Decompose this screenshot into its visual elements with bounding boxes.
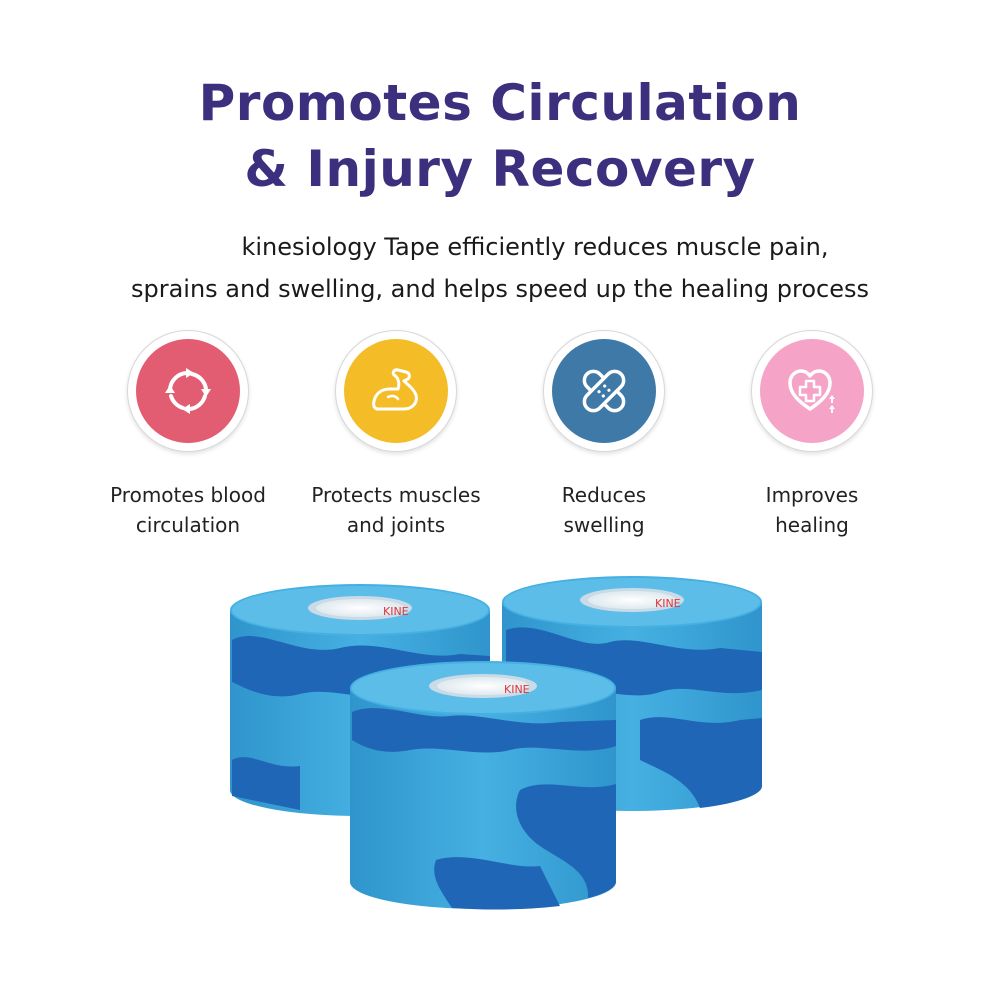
benefit-healing: Improves healing <box>702 330 922 540</box>
benefit-label-line-1: Improves <box>765 483 859 507</box>
benefit-label: Promotes blood circulation <box>78 480 298 540</box>
description-line-2: sprains and swelling, and helps speed up… <box>130 275 870 303</box>
benefit-label-line-1: Promotes blood <box>110 483 266 507</box>
heart-cross-icon <box>760 339 864 443</box>
svg-text:KINE: KINE <box>504 683 530 696</box>
headline-line-2: & Injury Recovery <box>244 140 756 198</box>
benefit-label-line-1: Reduces <box>561 483 647 507</box>
benefit-label-line-2: swelling <box>563 513 645 537</box>
benefit-badge <box>751 330 873 452</box>
benefit-label-line-1: Protects muscles <box>311 483 481 507</box>
headline: Promotes Circulation & Injury Recovery <box>0 70 1000 202</box>
svg-text:KINE: KINE <box>383 605 409 618</box>
benefit-badge <box>543 330 665 452</box>
benefit-list: Promotes blood circulation Protects musc… <box>0 330 1000 550</box>
benefit-protection: Protects muscles and joints <box>286 330 506 540</box>
benefit-label: Improves healing <box>702 480 922 540</box>
crossed-bandage-icon <box>552 339 656 443</box>
benefit-label-line-2: circulation <box>135 513 241 537</box>
flexed-arm-icon <box>344 339 448 443</box>
benefit-swelling: Reduces swelling <box>494 330 714 540</box>
benefit-badge <box>127 330 249 452</box>
headline-line-1: Promotes Circulation <box>198 74 802 132</box>
tape-roll-front: KINE <box>350 661 616 910</box>
description: kinesiology Tape efficiently reduces mus… <box>0 226 1000 310</box>
benefit-badge <box>335 330 457 452</box>
circulation-arrows-icon <box>136 339 240 443</box>
description-line-1: kinesiology Tape efficiently reduces mus… <box>241 233 829 261</box>
svg-text:KINE: KINE <box>655 597 681 610</box>
benefit-label: Protects muscles and joints <box>286 480 506 540</box>
benefit-label-line-2: healing <box>775 513 849 537</box>
benefit-circulation: Promotes blood circulation <box>78 330 298 540</box>
benefit-label: Reduces swelling <box>494 480 714 540</box>
benefit-label-line-2: and joints <box>346 513 446 537</box>
product-image: KINE KINE KINE <box>0 570 1000 1000</box>
